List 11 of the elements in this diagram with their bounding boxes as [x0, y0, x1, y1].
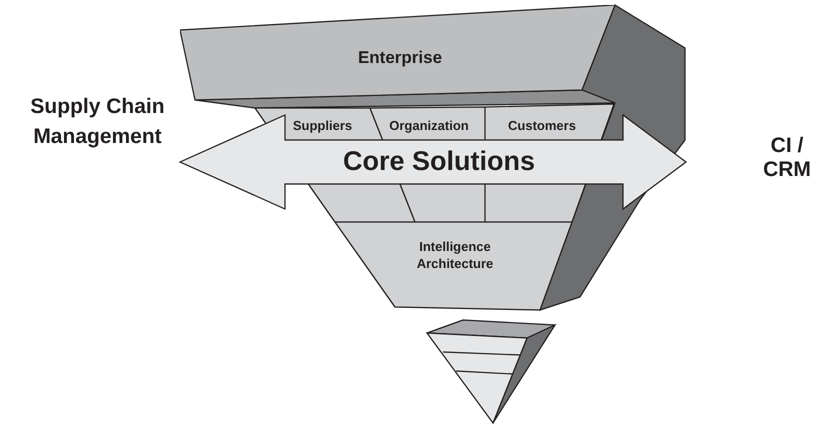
slab-face — [335, 222, 572, 312]
slab-face — [180, 5, 615, 102]
slab-label: Customers — [507, 117, 577, 135]
slab-label: Suppliers — [292, 117, 354, 135]
side-label: CI / CRM — [762, 134, 812, 182]
double-arrow — [178, 114, 687, 210]
slab-label: Intelligence Architecture — [416, 238, 494, 272]
side-label: Supply Chain Management — [29, 94, 166, 150]
slab-label: Enterprise — [356, 47, 444, 69]
edge-label: Core Solutions — [342, 145, 536, 177]
slab-label: Organization — [388, 117, 470, 135]
